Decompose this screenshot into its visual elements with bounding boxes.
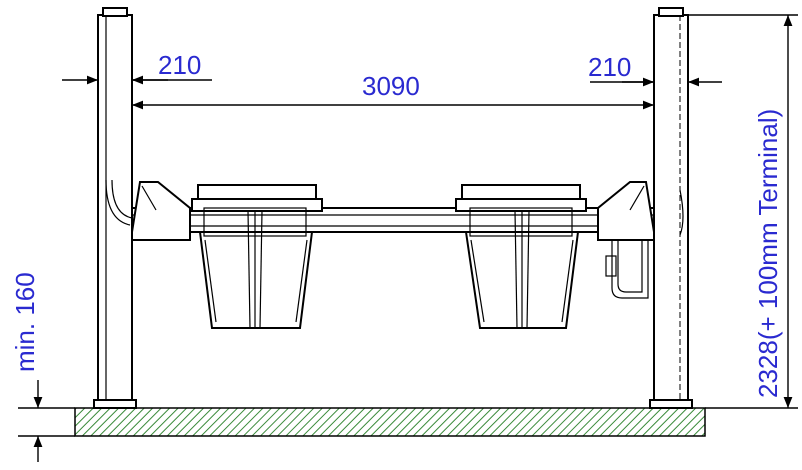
left-post (93, 7, 137, 409)
dim-total-height: 2328(+ 100mm Terminal) (753, 109, 783, 398)
hydraulic-hose (605, 240, 649, 299)
left-runway-pan (191, 184, 323, 329)
right-runway-pan (455, 184, 587, 329)
dimension-left-post: 210 (62, 50, 212, 85)
dimension-right-post: 210 (588, 52, 722, 87)
dimension-min-height: min. 160 (10, 272, 75, 462)
ground-slab (74, 407, 706, 437)
right-post (649, 7, 693, 409)
dim-left-post-width: 210 (158, 50, 201, 80)
dimension-total-height: 2328(+ 100mm Terminal) (688, 14, 798, 409)
dim-inner-width: 3090 (362, 71, 420, 101)
dimension-inner-width: 3090 (132, 71, 654, 110)
dim-right-post-width: 210 (588, 52, 631, 82)
dim-min-height: min. 160 (10, 272, 40, 372)
